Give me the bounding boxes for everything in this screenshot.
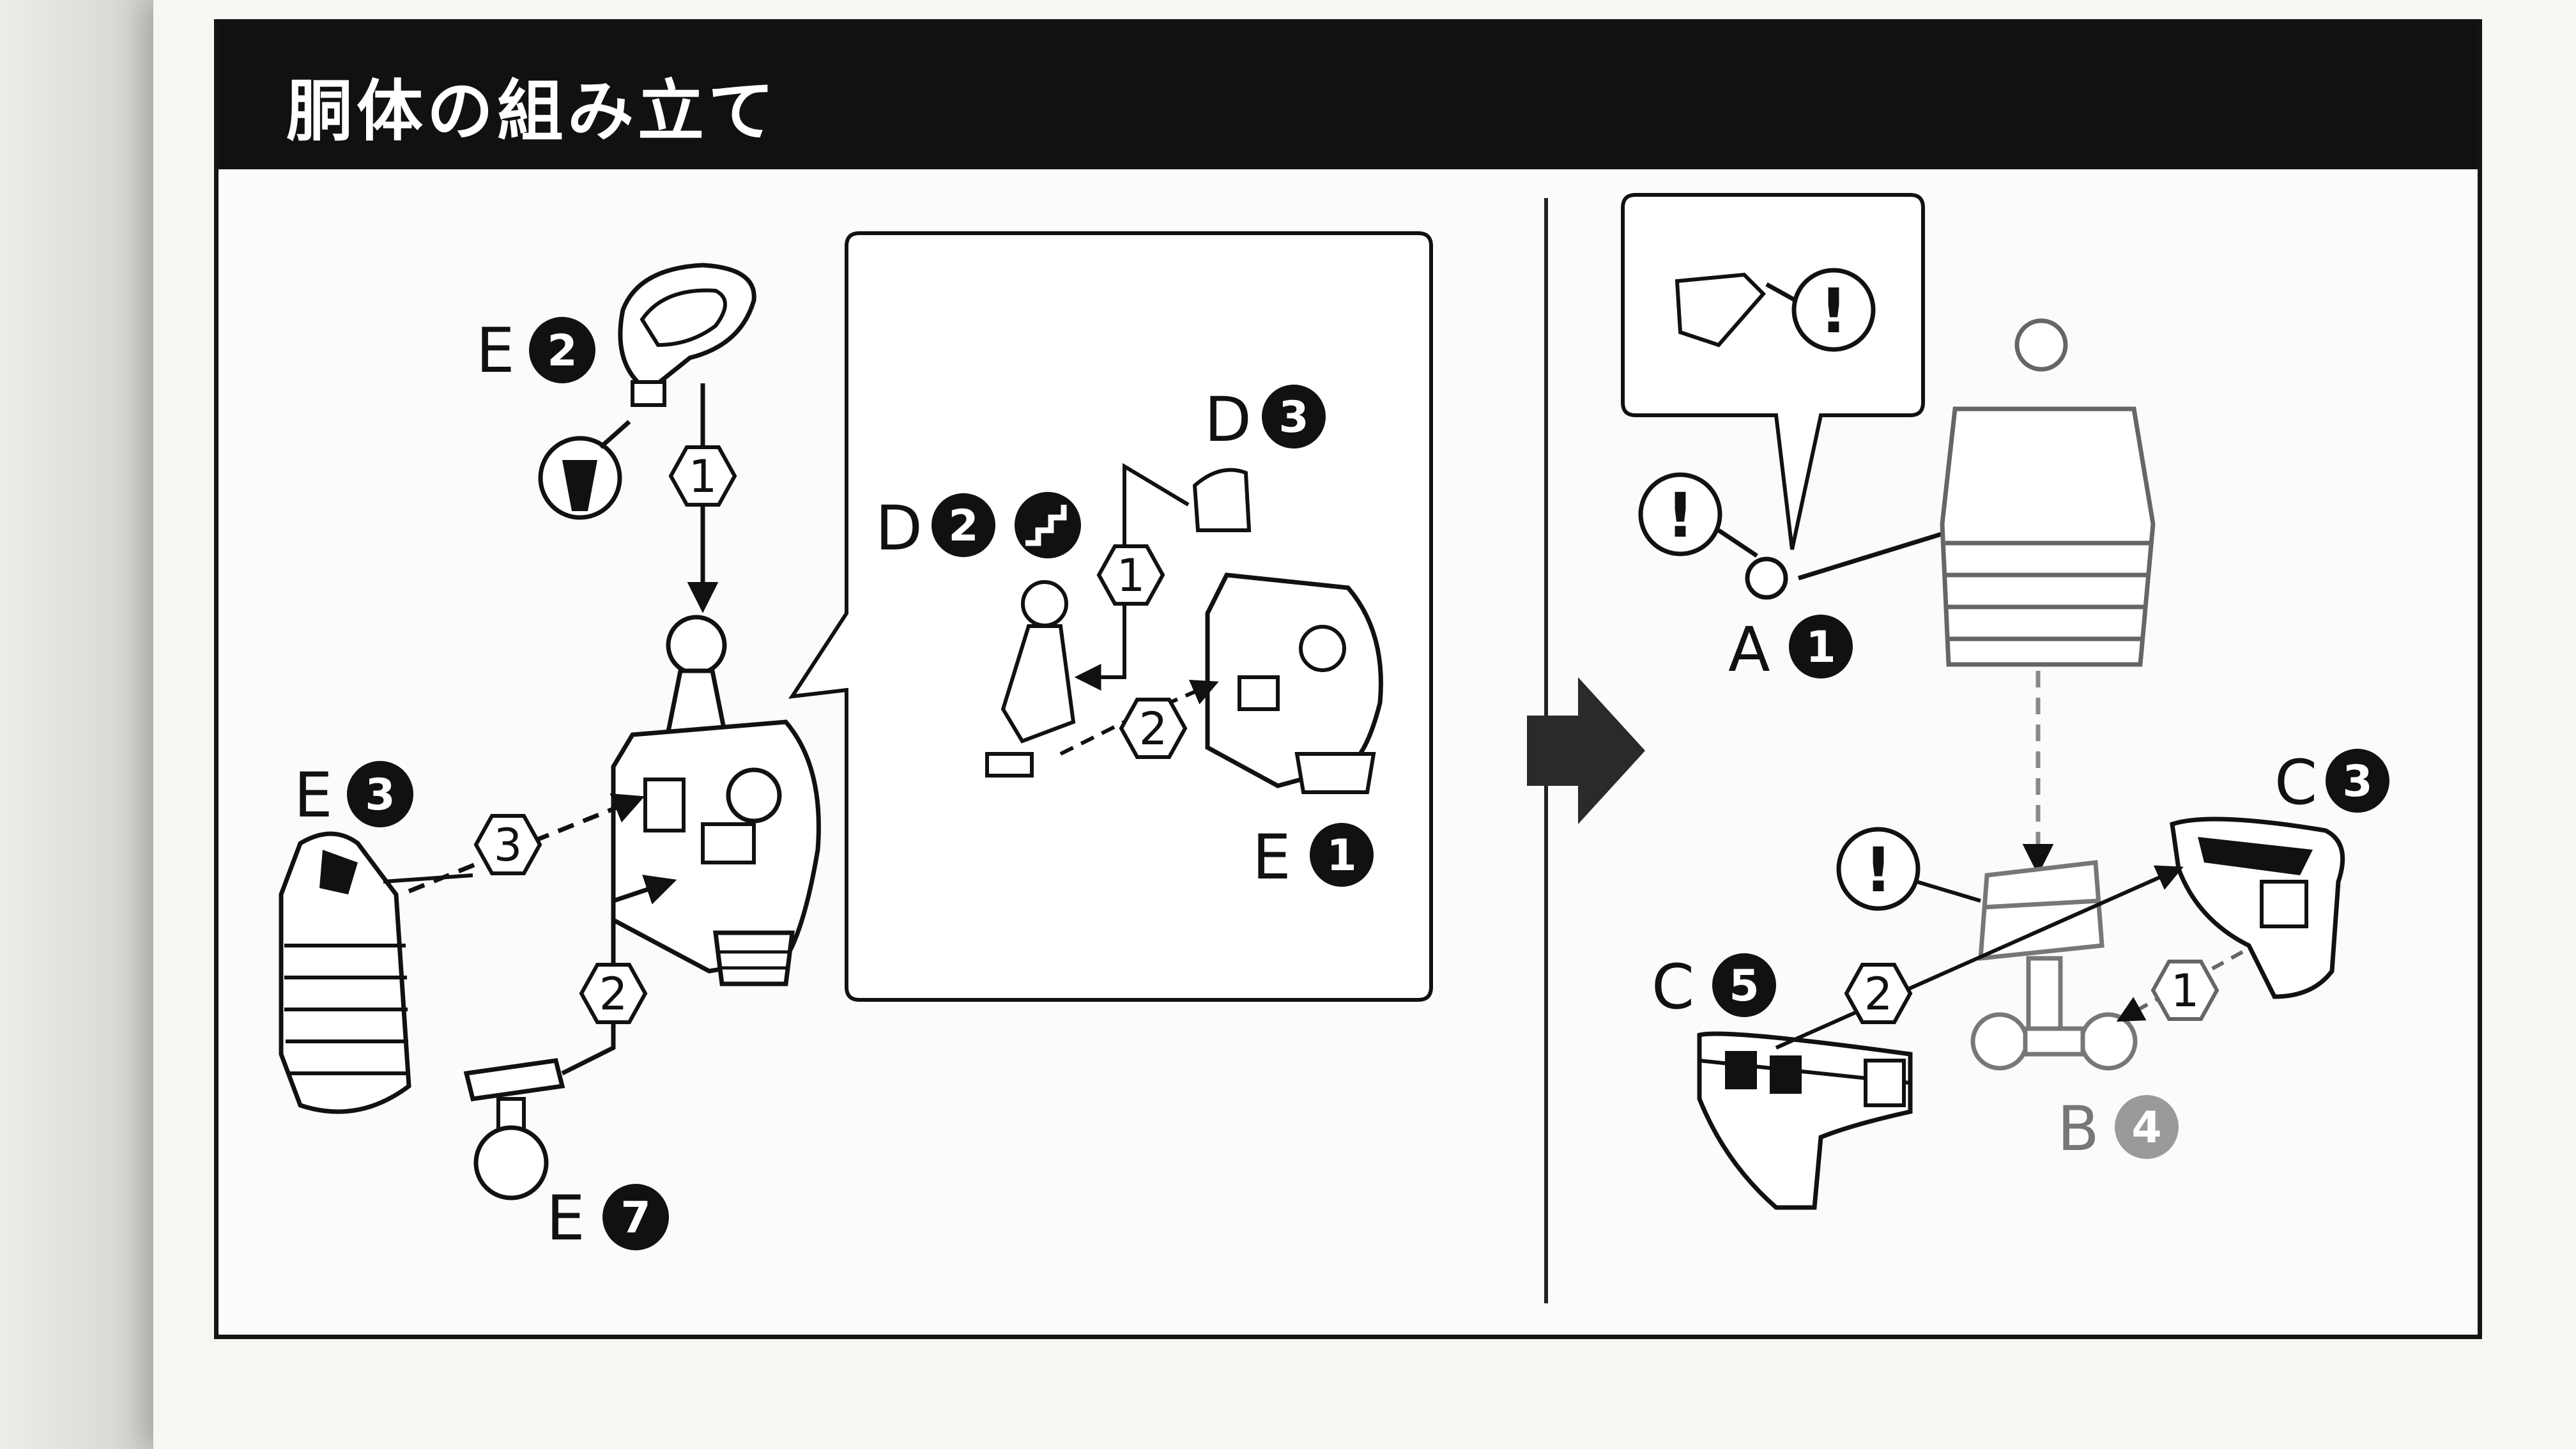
part-c5: [1697, 1031, 1913, 1210]
svg-text:A: A: [1728, 614, 1770, 686]
svg-text:4: 4: [2131, 1103, 2161, 1153]
label-e2: E 2: [476, 315, 595, 387]
svg-text:2: 2: [1139, 703, 1168, 755]
svg-text:E: E: [294, 760, 333, 831]
step-right-2: 2: [1844, 963, 1913, 1024]
exclamation-circle-icon: !: [1836, 827, 1920, 911]
part-letter: E: [476, 315, 515, 387]
svg-text:C: C: [2274, 747, 2317, 818]
right-arrow-icon: [1527, 677, 1645, 824]
part-d2: [985, 580, 1076, 778]
part-d3: [1192, 468, 1252, 532]
section-header: 胴体の組み立て: [218, 24, 2478, 169]
stairs-icon: [1015, 492, 1081, 558]
svg-text:3: 3: [494, 819, 523, 871]
svg-text:2: 2: [948, 501, 978, 551]
label-e3: E 3: [294, 760, 413, 831]
label-d3: D 3: [1204, 384, 1326, 456]
svg-text:B: B: [2057, 1093, 2099, 1165]
step-inset-2: 2: [1119, 698, 1188, 759]
label-e7: E 7: [546, 1183, 669, 1254]
svg-text:7: 7: [620, 1193, 650, 1243]
svg-text:2: 2: [599, 968, 628, 1020]
label-d2: D 2: [875, 493, 995, 564]
step-right-1: 1: [2150, 960, 2220, 1021]
exclamation-circle-icon: !: [1638, 472, 1722, 556]
part-e1-torso: [611, 615, 821, 986]
svg-text:1: 1: [689, 450, 717, 503]
step-inset-1: 1: [1096, 544, 1165, 606]
label-b4: B 4: [2057, 1093, 2179, 1165]
part-e3-armor: [279, 831, 473, 1114]
svg-text:E: E: [546, 1183, 585, 1254]
step-left-3: 3: [473, 814, 542, 875]
part-e1-detail: [1205, 572, 1383, 794]
part-a1: [1745, 556, 1788, 600]
step-left-2: 2: [579, 963, 648, 1024]
upper-torso: [1940, 318, 2156, 667]
svg-text:3: 3: [1278, 392, 1308, 443]
svg-text:1: 1: [1805, 622, 1836, 673]
svg-text:3: 3: [2342, 756, 2372, 807]
page-shadow-edge: [0, 0, 153, 1449]
svg-text:2: 2: [1864, 968, 1893, 1020]
exclamation-circle-icon: !: [1791, 268, 1876, 352]
svg-text:E: E: [1252, 822, 1291, 893]
svg-text:C: C: [1652, 951, 1694, 1023]
part-number: 2: [547, 326, 577, 376]
label-e1: E 1: [1252, 822, 1374, 893]
instruction-frame: 胴体の組み立て: [214, 19, 2482, 1339]
label-c3: C 3: [2274, 747, 2389, 818]
label-a1: A 1: [1728, 614, 1853, 686]
part-e2-collar: [618, 263, 756, 407]
part-e7-joint: [463, 1058, 565, 1200]
svg-text:1: 1: [2171, 965, 2200, 1017]
svg-text:D: D: [875, 493, 923, 564]
svg-text:D: D: [1204, 384, 1252, 456]
waist-joint: [1970, 860, 2138, 1071]
svg-text:!: !: [1864, 834, 1892, 906]
part-a1-detail: [1675, 272, 1767, 348]
svg-text:3: 3: [365, 770, 395, 820]
svg-text:1: 1: [1117, 549, 1146, 602]
svg-text:!: !: [1820, 275, 1848, 347]
step-left-1: 1: [668, 445, 737, 507]
svg-text:!: !: [1666, 480, 1694, 551]
svg-text:5: 5: [1729, 961, 1759, 1011]
label-c5: C 5: [1652, 951, 1776, 1023]
svg-text:1: 1: [1326, 831, 1356, 881]
part-c3: [2170, 816, 2345, 999]
page-title: 胴体の組み立て: [286, 72, 779, 150]
nipper-icon: [538, 420, 631, 520]
